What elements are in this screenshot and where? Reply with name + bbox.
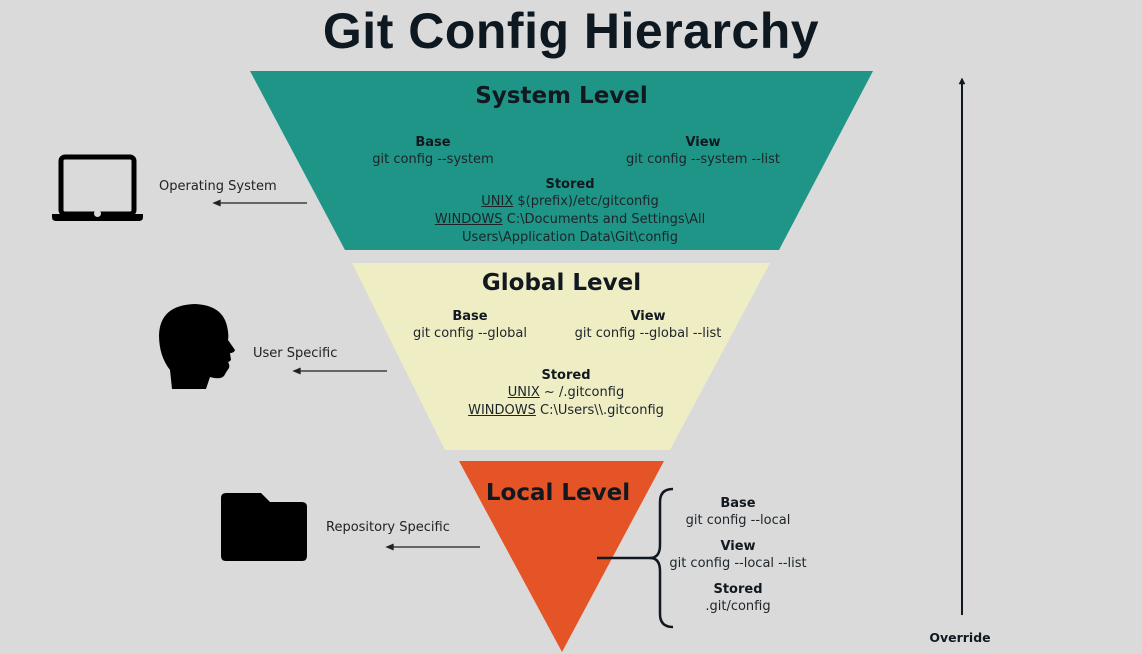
global-base-command: git config --global bbox=[412, 326, 528, 341]
global-view-block: View git config --global --list bbox=[568, 308, 728, 343]
global-base-label: Base bbox=[452, 309, 488, 324]
global-unix-label: UNIX bbox=[507, 385, 540, 400]
system-windows-label: WINDOWS bbox=[434, 212, 503, 227]
system-level-title: System Level bbox=[475, 83, 648, 109]
system-windows-path: C:\Documents and Settings\All bbox=[502, 212, 706, 227]
local-details: Base git config --local View git config … bbox=[668, 495, 808, 616]
local-view-command: git config --local --list bbox=[669, 556, 807, 571]
global-view-command: git config --global --list bbox=[574, 326, 722, 341]
override-label: Override bbox=[929, 630, 991, 645]
global-side-label: User Specific bbox=[253, 346, 338, 361]
system-view-command: git config --system --list bbox=[626, 152, 780, 167]
laptop-icon bbox=[52, 154, 143, 221]
global-stored-block: Stored UNIX ~ /.gitconfig WINDOWS C:\Use… bbox=[446, 367, 686, 420]
global-stored-label: Stored bbox=[541, 368, 591, 383]
global-view-label: View bbox=[630, 309, 666, 324]
system-base-label: Base bbox=[415, 135, 451, 150]
global-windows-label: WINDOWS bbox=[468, 403, 536, 418]
local-base-label: Base bbox=[720, 496, 756, 511]
global-base-block: Base git config --global bbox=[395, 308, 545, 343]
system-base-block: Base git config --system bbox=[353, 134, 513, 169]
system-stored-block: Stored UNIX $(prefix)/etc/gitconfig WIND… bbox=[400, 176, 740, 247]
system-side-label: Operating System bbox=[159, 179, 277, 194]
local-level-title: Local Level bbox=[485, 480, 631, 506]
system-base-command: git config --system bbox=[372, 152, 494, 167]
page-title: Git Config Hierarchy bbox=[322, 3, 820, 59]
system-windows-path-cont: Users\Application Data\Git\config bbox=[462, 230, 678, 245]
system-unix-label: UNIX bbox=[481, 194, 514, 209]
arrow-left-icon bbox=[292, 367, 387, 375]
local-view-label: View bbox=[720, 539, 756, 554]
folder-icon bbox=[221, 493, 307, 561]
local-stored-path: .git/config bbox=[705, 599, 771, 614]
global-level-shape bbox=[352, 263, 770, 450]
curly-brace-icon bbox=[597, 487, 674, 629]
system-stored-label: Stored bbox=[545, 177, 595, 192]
global-level-title: Global Level bbox=[481, 270, 642, 296]
global-unix-path: ~ /.gitconfig bbox=[539, 385, 625, 400]
override-arrow-icon bbox=[958, 77, 966, 615]
system-view-label: View bbox=[685, 135, 721, 150]
arrow-left-icon bbox=[385, 543, 480, 551]
local-side-label: Repository Specific bbox=[326, 520, 450, 535]
user-head-icon bbox=[159, 304, 235, 389]
global-windows-path: C:\Users\\.gitconfig bbox=[535, 403, 664, 418]
local-level-shape bbox=[459, 461, 664, 652]
arrow-left-icon bbox=[212, 199, 307, 207]
system-unix-path: $(prefix)/etc/gitconfig bbox=[513, 194, 659, 209]
system-view-block: View git config --system --list bbox=[603, 134, 803, 169]
local-base-command: git config --local bbox=[685, 513, 791, 528]
system-level-shape bbox=[250, 71, 873, 250]
local-stored-label: Stored bbox=[713, 582, 763, 597]
